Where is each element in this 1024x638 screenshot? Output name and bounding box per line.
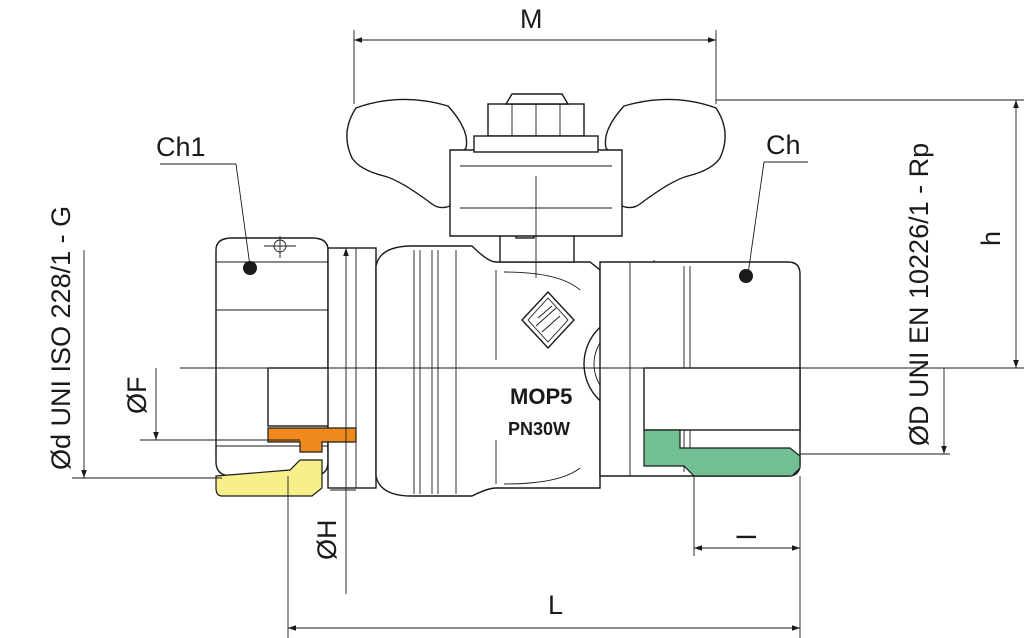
label-L: L xyxy=(548,590,563,620)
logo-diamond xyxy=(521,290,575,350)
label-H: ØH xyxy=(312,520,342,561)
label-h: h xyxy=(976,231,1006,246)
body-marking-line2: PN30W xyxy=(508,419,570,439)
main-body xyxy=(375,245,601,497)
label-Ch: Ch xyxy=(766,130,801,160)
label-D-spec: ØD UNI EN 10226/1 - Rp xyxy=(904,143,934,446)
valve-body: MOP5 PN30W xyxy=(215,93,801,497)
label-M: M xyxy=(520,4,543,34)
orange-seal xyxy=(267,427,357,453)
label-F: ØF xyxy=(122,377,152,415)
green-thread-section xyxy=(643,429,801,477)
label-d-spec: Ød UNI ISO 228/1 - G xyxy=(46,206,76,470)
dimension-labels: M Ch1 Ch h ØF ØH L l Ød UNI ISO 228/1 - … xyxy=(46,4,1006,620)
label-Ch1: Ch1 xyxy=(156,132,206,162)
body-marking-line1: MOP5 xyxy=(510,384,572,409)
label-l: l xyxy=(732,534,762,540)
dimension-lines xyxy=(72,30,1024,638)
yellow-nut-section xyxy=(215,459,323,497)
butterfly-handle xyxy=(346,98,468,209)
